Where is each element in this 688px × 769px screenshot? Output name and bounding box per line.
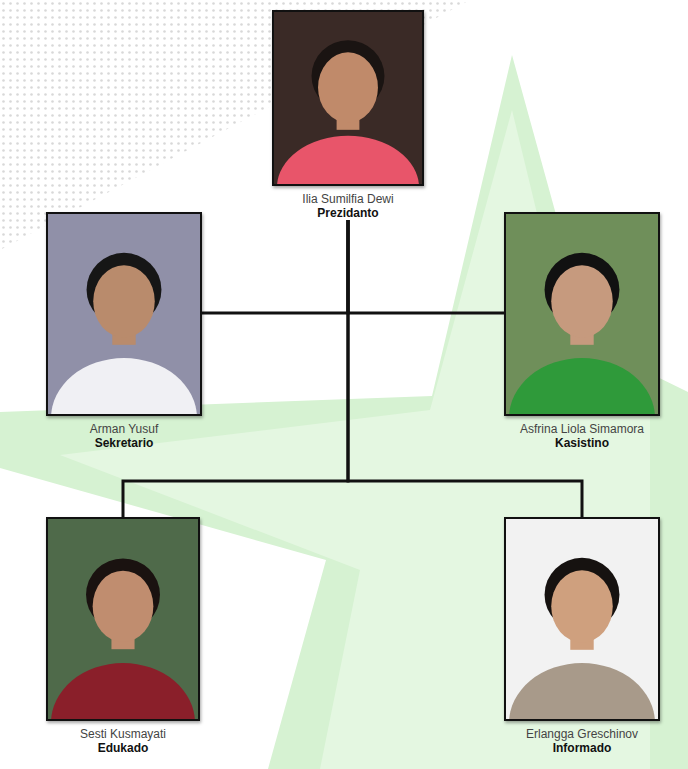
photo-body [509,663,655,719]
photo-face [551,570,613,642]
person-name: Erlangga Greschinov [526,727,638,741]
photo-frame [504,212,660,416]
photo-frame [46,212,202,416]
person-name: Arman Yusuf [90,422,158,436]
person-card: Asfrina Liola SimamoraKasistino [504,212,660,450]
photo-face [551,265,613,337]
photo-frame [272,10,424,186]
portrait-photo [506,519,658,719]
photo-face [318,52,378,122]
portrait-photo [274,12,422,184]
photo-face [93,265,155,337]
photo-frame [46,517,200,721]
star-shape [0,55,688,769]
photo-body [51,358,197,414]
photo-face [93,571,154,642]
person-name: Ilia Sumilfia Dewi [302,192,393,206]
portrait-photo [48,214,200,414]
role-title: Kasistino [555,436,609,450]
role-title: Informado [553,741,612,755]
role-title: Edukado [98,741,149,755]
person-card: Erlangga GreschinovInformado [504,517,660,755]
org-connector [348,220,504,313]
person-name: Asfrina Liola Simamora [520,422,644,436]
photo-body [51,663,195,719]
photo-body [509,358,655,414]
portrait-photo [506,214,658,414]
photo-body [277,136,419,184]
photo-frame [504,517,660,721]
person-card: Sesti KusmayatiEdukado [46,517,200,755]
role-title: Prezidanto [317,206,378,220]
portrait-photo [48,519,198,719]
person-name: Sesti Kusmayati [80,727,166,741]
person-card: Ilia Sumilfia DewiPrezidanto [272,10,424,220]
org-connector [202,220,348,313]
person-card: Arman YusufSekretario [46,212,202,450]
role-title: Sekretario [95,436,154,450]
